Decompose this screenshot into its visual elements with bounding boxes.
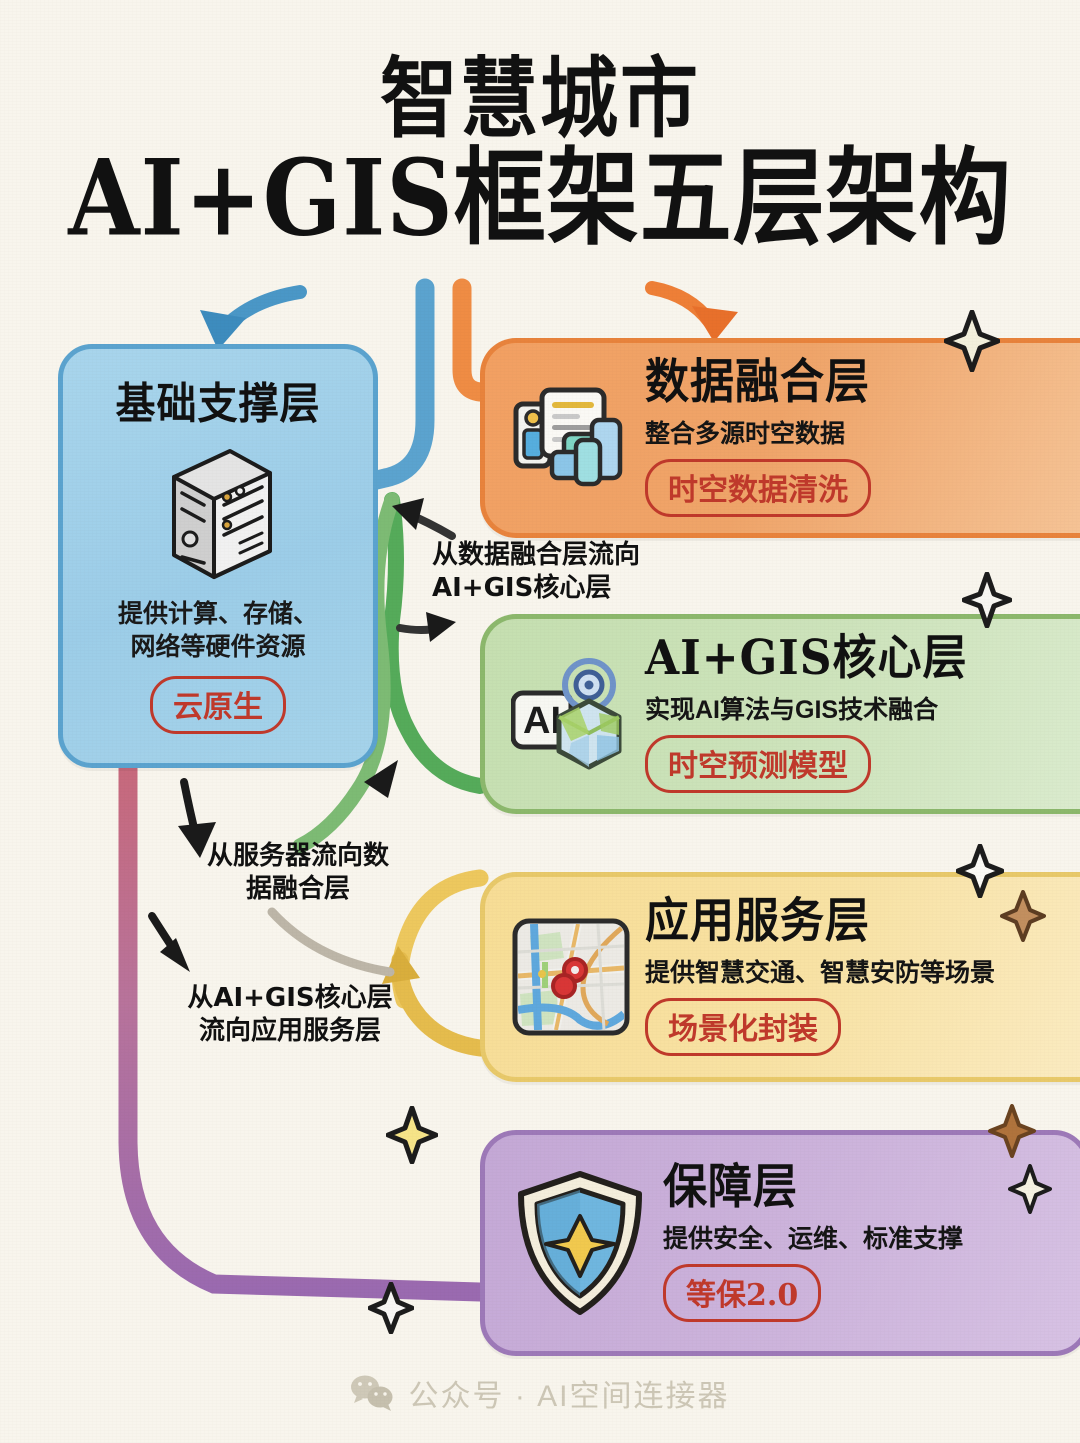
connector-green-base-to-core	[382, 492, 488, 794]
card-desc-security: 提供安全、运维、标准支撑	[663, 1225, 964, 1254]
card-desc-data-fusion: 整合多源时空数据	[645, 420, 846, 449]
card-desc-foundation-line1: 提供计算、存储、	[117, 600, 318, 628]
title-line-2: AI+GIS框架五层架构	[68, 136, 1012, 260]
shield-icon	[511, 1168, 649, 1318]
sparkle-star-icon	[988, 1104, 1036, 1158]
annotation-1-line-2: AI+GIS核心层	[432, 572, 612, 603]
card-title-security: 保障层	[663, 1159, 798, 1215]
card-application-service-layer[interactable]: 应用服务层 提供智慧交通、智慧安防等场景 场景化封装	[480, 872, 1080, 1082]
arrow-head-orange	[692, 306, 738, 342]
title-line-1: 智慧城市	[379, 48, 700, 151]
card-security-layer[interactable]: 保障层 提供安全、运维、标准支撑 等保2.0	[480, 1130, 1080, 1356]
annotation-2-line-1: 从服务器流向数	[206, 841, 389, 871]
arrow-head-black-3	[392, 498, 424, 530]
annotation-server-to-data: 从服务器流向数 据融合层	[178, 840, 418, 905]
card-data-fusion-layer[interactable]: 数据融合层 整合多源时空数据 时空数据清洗	[480, 338, 1080, 538]
sparkle-star-icon	[1000, 890, 1046, 942]
card-body-security: 保障层 提供安全、运维、标准支撑 等保2.0	[485, 1135, 1080, 1351]
connector-blue-stem	[358, 278, 435, 492]
annotation-2-line-2: 据融合层	[245, 873, 350, 904]
arrow-head-black-4	[426, 612, 456, 642]
map-pin-icon	[511, 917, 631, 1037]
card-text-core: AI+GIS核心层 实现AI算法与GIS技术融合 时空预测模型	[645, 630, 968, 794]
annotation-1-line-1: 从数据融合层流向	[432, 540, 641, 570]
annotation-data-to-core: 从数据融合层流向 AI+GIS核心层	[432, 539, 682, 604]
card-text-data-fusion: 数据融合层 整合多源时空数据 时空数据清洗	[645, 354, 871, 518]
arrow-head-black-2	[160, 938, 190, 972]
card-text-security: 保障层 提供安全、运维、标准支撑 等保2.0	[663, 1159, 964, 1323]
card-body-app: 应用服务层 提供智慧交通、智慧安防等场景 场景化封装	[485, 877, 1080, 1077]
svg-text:AI: AI	[523, 700, 561, 742]
footer: 公众号 · AI空间连接器	[0, 1371, 1080, 1415]
annotation-3-line-1: 从AI+GIS核心层	[187, 983, 393, 1013]
annotation-3-line-2: 流向应用服务层	[198, 1015, 381, 1046]
tag-app[interactable]: 场景化封装	[645, 998, 841, 1057]
arrow-head-blue	[200, 310, 246, 350]
sparkle-star-icon	[1008, 1164, 1052, 1214]
card-desc-app: 提供智慧交通、智慧安防等场景	[645, 959, 996, 988]
tag-wrap-app: 场景化封装	[645, 998, 995, 1057]
tag-wrap-core: 时空预测模型	[645, 735, 968, 794]
tag-wrap-security: 等保2.0	[663, 1264, 963, 1323]
sparkle-star-icon	[386, 1106, 438, 1164]
arrow-head-yellow	[382, 946, 420, 984]
connector-grey-curve	[267, 907, 395, 977]
arrow-head-green-core	[364, 760, 398, 798]
card-body-data-fusion: 数据融合层 整合多源时空数据 时空数据清洗	[485, 343, 1080, 533]
server-icon	[63, 435, 373, 590]
tag-core[interactable]: 时空预测模型	[645, 735, 871, 794]
tag-wrap-data-fusion: 时空数据清洗	[645, 459, 871, 518]
card-title-core: AI+GIS核心层	[645, 630, 968, 686]
tag-data-fusion[interactable]: 时空数据清洗	[645, 459, 871, 518]
card-text-app: 应用服务层 提供智慧交通、智慧安防等场景 场景化封装	[645, 893, 996, 1057]
data-documents-icon	[511, 378, 631, 498]
card-ai-gis-core-layer[interactable]: AI AI+GIS核心层 实现AI算法与GIS技术融合 时空预测模型	[480, 614, 1080, 814]
connector-green-secondary	[292, 492, 400, 854]
card-title-app: 应用服务层	[645, 893, 870, 949]
arrow-head-black-1	[178, 822, 216, 858]
card-desc-core: 实现AI算法与GIS技术融合	[645, 696, 939, 725]
connector-red-purple-spine	[118, 750, 490, 1302]
card-desc-foundation-line2: 网络等硬件资源	[130, 633, 306, 661]
annotation-core-to-app: 从AI+GIS核心层 流向应用服务层	[160, 982, 420, 1047]
card-title-data-fusion: 数据融合层	[645, 354, 870, 410]
card-body-core: AI AI+GIS核心层 实现AI算法与GIS技术融合 时空预测模型	[485, 619, 1080, 809]
page-title: 智慧城市 AI+GIS框架五层架构	[0, 55, 1080, 251]
tag-wrap-foundation: 云原生	[63, 676, 373, 734]
sparkle-star-icon	[956, 844, 1004, 898]
wechat-icon	[351, 1375, 393, 1411]
connector-orange-stem	[452, 278, 490, 402]
sparkle-star-icon	[944, 310, 1000, 372]
sparkle-star-icon	[368, 1282, 414, 1334]
tag-foundation[interactable]: 云原生	[150, 676, 286, 734]
card-foundation-layer[interactable]: 基础支撑层 提供计算、存储、 网络等硬件资源	[58, 344, 378, 768]
tag-security[interactable]: 等保2.0	[663, 1264, 822, 1323]
sparkle-star-icon	[962, 572, 1012, 628]
footer-text: 公众号 · AI空间连接器	[408, 1380, 730, 1413]
card-title-foundation: 基础支撑层	[115, 378, 321, 430]
ai-map-icon: AI	[511, 654, 631, 774]
